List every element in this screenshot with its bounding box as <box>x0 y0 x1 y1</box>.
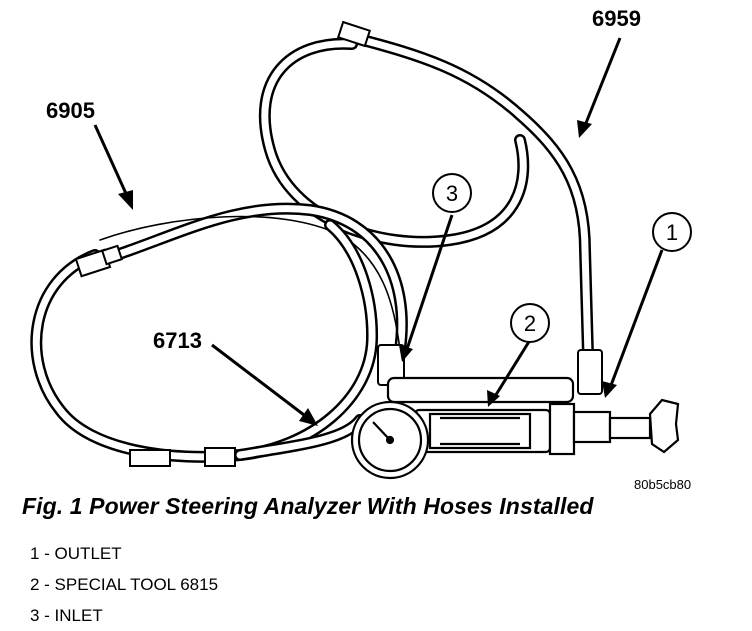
legend-item-special-tool: 2 - SPECIAL TOOL 6815 <box>30 575 219 594</box>
hose-label-6713: 6713 <box>153 328 202 353</box>
arrowheads <box>118 120 617 426</box>
hose-label-6905: 6905 <box>46 98 95 123</box>
analyzer-tool <box>350 376 680 480</box>
legend-item-outlet: 1 - OUTLET <box>30 544 122 563</box>
fittings <box>74 20 603 467</box>
legend: 1 - OUTLET 2 - SPECIAL TOOL 6815 3 - INL… <box>30 538 218 631</box>
hose-6905 <box>86 202 408 356</box>
image-code: 80b5cb80 <box>634 477 691 492</box>
callout-3-number: 3 <box>446 181 458 206</box>
legend-item-inlet: 3 - INLET <box>30 606 103 625</box>
callout-circles <box>432 173 692 343</box>
hose-label-6959: 6959 <box>592 6 641 31</box>
callout-2-number: 2 <box>524 311 536 336</box>
callout-1-number: 1 <box>666 220 678 245</box>
figure-caption: Fig. 1 Power Steering Analyzer With Hose… <box>22 493 594 519</box>
leader-arrows <box>93 37 664 420</box>
